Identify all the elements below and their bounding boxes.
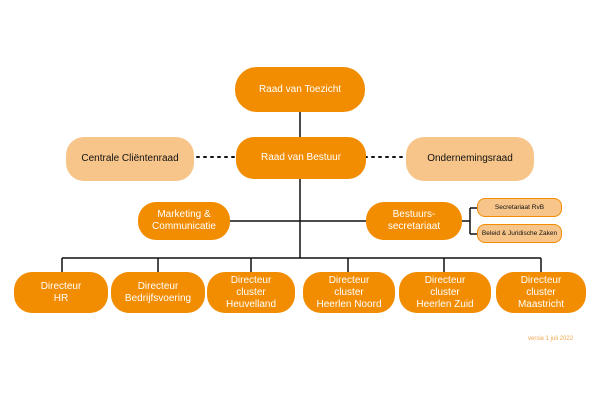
node-label: Directeur cluster Heerlen Noord: [316, 274, 382, 310]
node-label: Directeur HR: [40, 280, 82, 304]
node-label: Centrale Cliëntenraad: [81, 153, 179, 164]
node-label: Bestuurs- secretariaat: [387, 209, 441, 232]
node-directeur-maastricht: Directeur cluster Maastricht: [496, 272, 586, 313]
node-ondernemingsraad: Ondernemingsraad: [406, 137, 534, 181]
node-directeur-heuvelland: Directeur cluster Heuvelland: [207, 272, 295, 313]
version-label: versie 1 juli 2022: [528, 336, 574, 342]
node-directeur-heerlen-noord: Directeur cluster Heerlen Noord: [303, 272, 395, 313]
node-directeur-heerlen-zuid: Directeur cluster Heerlen Zuid: [399, 272, 491, 313]
node-marketing-communicatie: Marketing & Communicatie: [138, 202, 230, 240]
node-label: Directeur cluster Maastricht: [517, 274, 565, 310]
node-directeur-bedrijfsvoering: Directeur Bedrijfsvoering: [111, 272, 205, 313]
node-secretariaat-rvb: Secretariaat RvB: [477, 198, 562, 217]
node-raad-van-toezicht: Raad van Toezicht: [235, 67, 365, 112]
node-bestuurssecretariaat: Bestuurs- secretariaat: [366, 202, 462, 240]
node-label: Marketing & Communicatie: [152, 209, 216, 232]
node-centrale-clientenraad: Centrale Cliëntenraad: [66, 137, 194, 181]
node-label: Beleid & Juridische Zaken: [481, 229, 558, 237]
node-label: Directeur cluster Heerlen Zuid: [416, 274, 474, 310]
node-beleid-juridische-zaken: Beleid & Juridische Zaken: [477, 224, 562, 243]
node-raad-van-bestuur: Raad van Bestuur: [236, 137, 366, 179]
node-directeur-hr: Directeur HR: [14, 272, 108, 313]
node-label: Ondernemingsraad: [427, 153, 513, 164]
node-label: Raad van Bestuur: [260, 152, 342, 163]
node-label: Directeur cluster Heuvelland: [225, 274, 277, 310]
node-label: Directeur Bedrijfsvoering: [124, 280, 192, 304]
node-label: Secretariaat RvB: [494, 203, 545, 211]
node-label: Raad van Toezicht: [258, 83, 342, 95]
